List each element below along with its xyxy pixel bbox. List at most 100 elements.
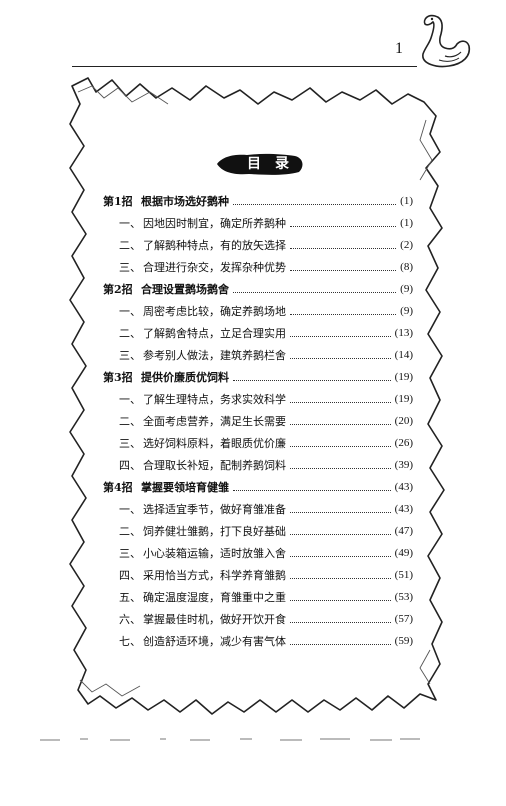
toc-section-row: 三、选好饲料原料，着眼质优价廉(26) <box>103 432 413 454</box>
toc-page-number: (51) <box>394 569 413 581</box>
toc-leader-dots <box>290 308 397 315</box>
toc-section-row: 一、周密考虑比较，确定养鹅场地(9) <box>103 300 413 322</box>
toc-label: 合理取长补短，配制养鹅饲料 <box>143 459 286 472</box>
toc-section-row: 二、了解鹅舍特点，立足合理实用(13) <box>103 322 413 344</box>
toc-page-number: (13) <box>394 327 413 339</box>
toc-leader-dots <box>290 264 397 271</box>
toc-number: 一、 <box>119 393 141 406</box>
toc-section-row: 一、选择适宜季节，做好育雏准备 (43) <box>103 498 413 520</box>
toc-label: 饲养健壮雏鹅，打下良好基础 <box>143 525 286 538</box>
swan-icon <box>422 14 471 68</box>
toc-label: 合理进行杂交，发挥杂种优势 <box>143 261 286 274</box>
toc-number: 三、 <box>119 349 141 362</box>
toc-label: 选择适宜季节，做好育雏准备 <box>143 503 286 516</box>
toc-number: 二、 <box>119 525 141 538</box>
toc-leader-dots <box>290 242 397 249</box>
toc-label: 创造舒适环境，减少有害气体 <box>143 635 286 648</box>
toc-section-row: 三、参考别人做法，建筑养鹅栏舍(14) <box>103 344 413 366</box>
toc-leader-dots <box>290 440 391 447</box>
toc-leader-dots <box>233 198 397 205</box>
toc-leader-dots <box>290 572 391 579</box>
toc-page-number: (57) <box>394 613 413 625</box>
toc-chapter-row: 第1招根据市场选好鹅种(1) <box>103 190 413 212</box>
toc-number: 六、 <box>119 613 141 626</box>
header-rule <box>72 66 417 67</box>
toc-leader-dots <box>290 638 391 645</box>
toc-page-number: (20) <box>394 415 413 427</box>
toc-page-number: (9) <box>400 283 413 295</box>
toc-page-number: (1) <box>400 195 413 207</box>
bottom-scan-marks <box>40 738 420 741</box>
toc-label: 确定温度湿度，育雏重中之重 <box>143 591 286 604</box>
toc-label: 了解鹅种特点，有的放矢选择 <box>143 239 286 252</box>
toc-section-row: 一、因地因时制宜，确定所养鹅种 (1) <box>103 212 413 234</box>
toc-label: 提供价廉质优饲料 <box>141 371 229 384</box>
toc-number: 二、 <box>119 327 141 340</box>
toc-leader-dots <box>290 330 391 337</box>
toc-label: 周密考虑比较，确定养鹅场地 <box>143 305 286 318</box>
toc-leader-dots <box>290 220 397 227</box>
toc-section-row: 二、饲养健壮雏鹅，打下良好基础 (47) <box>103 520 413 542</box>
toc-page-number: (9) <box>400 305 413 317</box>
toc-number: 一、 <box>119 217 141 230</box>
toc-number: 第4招 <box>103 481 133 494</box>
toc-page-number: (39) <box>394 459 413 471</box>
toc-page-number: (26) <box>394 437 413 449</box>
toc-section-row: 三、合理进行杂交，发挥杂种优势(8) <box>103 256 413 278</box>
toc-leader-dots <box>290 506 391 513</box>
toc-section-row: 三、小心装箱运输，适时放雏入舍 (49) <box>103 542 413 564</box>
toc-label: 选好饲料原料，着眼质优价廉 <box>143 437 286 450</box>
toc-label: 合理设置鹅场鹅舍 <box>141 283 229 296</box>
toc-page-number: (47) <box>394 525 413 537</box>
toc-leader-dots <box>233 484 391 491</box>
toc-number: 二、 <box>119 415 141 428</box>
toc-page-number: (53) <box>394 591 413 603</box>
toc-label: 因地因时制宜，确定所养鹅种 <box>143 217 286 230</box>
toc-number: 二、 <box>119 239 141 252</box>
toc-number: 三、 <box>119 547 141 560</box>
toc-leader-dots <box>290 616 391 623</box>
toc-leader-dots <box>290 550 391 557</box>
toc-leader-dots <box>290 418 391 425</box>
toc-number: 第2招 <box>103 283 133 296</box>
toc-number: 七、 <box>119 635 141 648</box>
toc-leader-dots <box>290 594 391 601</box>
toc-section-row: 二、全面考虑营养，满足生长需要 (20) <box>103 410 413 432</box>
toc-page-number: (2) <box>400 239 413 251</box>
toc-page-number: (43) <box>394 503 413 515</box>
toc-section-row: 二、了解鹅种特点，有的放矢选择 (2) <box>103 234 413 256</box>
toc-page-number: (59) <box>394 635 413 647</box>
toc-label: 掌握要领培育健雏 <box>141 481 229 494</box>
toc-number: 第3招 <box>103 371 133 384</box>
toc-number: 三、 <box>119 261 141 274</box>
table-of-contents: 第1招根据市场选好鹅种(1)一、因地因时制宜，确定所养鹅种(1)二、了解鹅种特点… <box>103 190 413 652</box>
toc-page-number: (49) <box>394 547 413 559</box>
toc-label: 了解生理特点，务求实效科学 <box>143 393 286 406</box>
toc-section-row: 七、创造舒适环境，减少有害气体 (59) <box>103 630 413 652</box>
toc-number: 四、 <box>119 569 141 582</box>
toc-section-row: 四、采用恰当方式，科学养育雏鹅(51) <box>103 564 413 586</box>
toc-leader-dots <box>290 528 391 535</box>
toc-label: 参考别人做法，建筑养鹅栏舍 <box>143 349 286 362</box>
toc-number: 一、 <box>119 503 141 516</box>
toc-section-row: 六、掌握最佳时机，做好开饮开食(57) <box>103 608 413 630</box>
toc-page-number: (19) <box>394 393 413 405</box>
toc-number: 五、 <box>119 591 141 604</box>
toc-page-number: (1) <box>400 217 413 229</box>
toc-page-number: (43) <box>394 481 413 493</box>
toc-section-row: 五、确定温度湿度，育雏重中之重 (53) <box>103 586 413 608</box>
toc-label: 小心装箱运输，适时放雏入舍 <box>143 547 286 560</box>
toc-section-row: 一、了解生理特点，务求实效科学 (19) <box>103 388 413 410</box>
toc-number: 四、 <box>119 459 141 472</box>
toc-label: 根据市场选好鹅种 <box>141 195 229 208</box>
toc-chapter-row: 第2招合理设置鹅场鹅舍 (9) <box>103 278 413 300</box>
toc-label: 全面考虑营养，满足生长需要 <box>143 415 286 428</box>
toc-leader-dots <box>290 396 391 403</box>
toc-leader-dots <box>233 286 397 293</box>
toc-chapter-row: 第4招掌握要领培育健雏 (43) <box>103 476 413 498</box>
page-number: 1 <box>395 40 403 57</box>
toc-leader-dots <box>290 462 391 469</box>
title-banner <box>217 153 303 175</box>
toc-leader-dots <box>290 352 391 359</box>
